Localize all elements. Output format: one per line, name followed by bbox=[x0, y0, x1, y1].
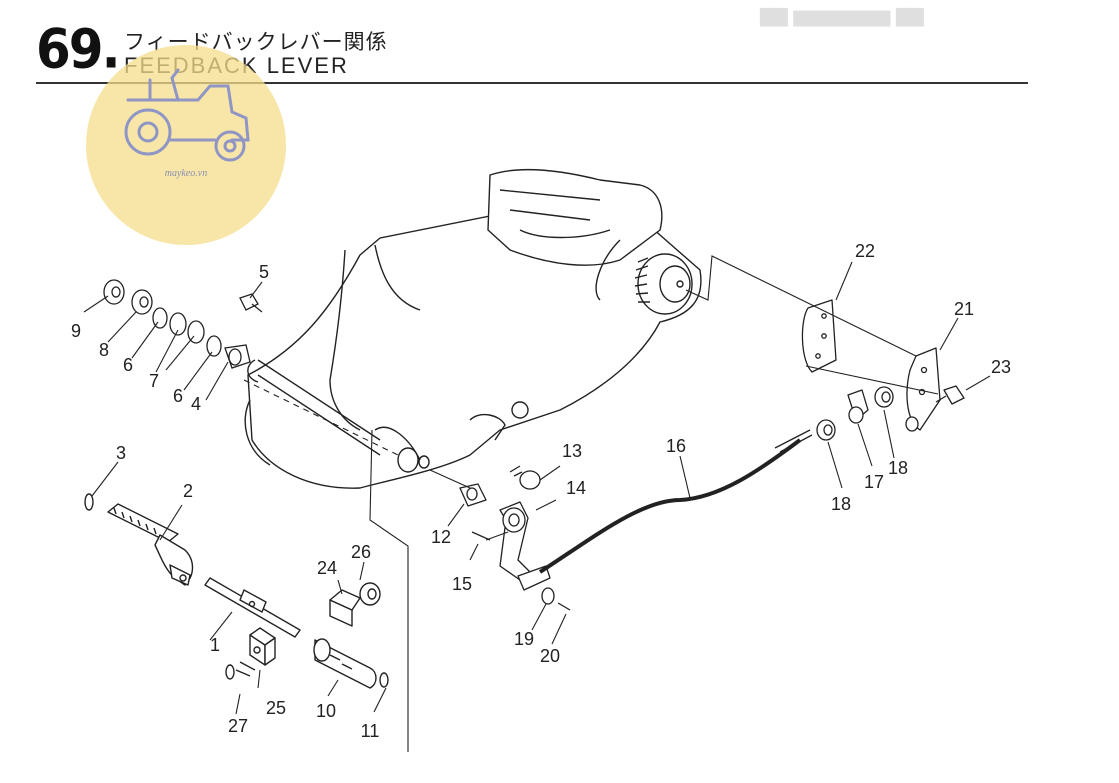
pin-20 bbox=[557, 602, 571, 611]
callout-4: 4 bbox=[191, 394, 201, 414]
callout-20: 20 bbox=[540, 646, 560, 666]
watermark-text: maykeo.vn bbox=[165, 168, 207, 179]
callout-6b: 6 bbox=[173, 386, 183, 406]
callout-23: 23 bbox=[991, 357, 1011, 377]
callout-13: 13 bbox=[562, 441, 582, 461]
plate-22 bbox=[801, 299, 837, 373]
callout-12: 12 bbox=[431, 527, 451, 547]
bleed-through-text: ▇▇ ▆▆▆▆▆▆▆ ▇▇ bbox=[760, 6, 924, 27]
bolt-23 bbox=[943, 385, 965, 405]
callout-21: 21 bbox=[954, 299, 974, 319]
feedback-lever-parts bbox=[459, 299, 965, 611]
nut-8 bbox=[131, 289, 153, 315]
washer-7a bbox=[169, 312, 187, 336]
tractor-icon bbox=[124, 68, 250, 162]
callout-1: 1 bbox=[210, 635, 220, 655]
callout-18b: 18 bbox=[888, 458, 908, 478]
rod-16 bbox=[538, 438, 802, 574]
nut-26 bbox=[359, 582, 381, 606]
callout-15: 15 bbox=[452, 574, 472, 594]
callout-8: 8 bbox=[99, 340, 109, 360]
callout-26: 26 bbox=[351, 542, 371, 562]
callout-11: 11 bbox=[361, 721, 380, 741]
nut-18b bbox=[874, 386, 894, 408]
leader-lines bbox=[83, 255, 991, 752]
pin-15 bbox=[471, 531, 491, 541]
washer-19 bbox=[541, 587, 555, 605]
washer-6a bbox=[152, 307, 168, 329]
callout-5: 5 bbox=[259, 262, 269, 282]
nut-18a bbox=[816, 419, 836, 441]
watermark: maykeo.vn bbox=[86, 45, 286, 245]
washer-6b bbox=[206, 335, 222, 357]
oring-11 bbox=[379, 672, 389, 688]
header-rule bbox=[36, 82, 1028, 84]
callout-9: 9 bbox=[71, 321, 81, 341]
lever-21 bbox=[906, 347, 941, 431]
bolt-13 bbox=[519, 470, 541, 490]
callout-25: 25 bbox=[266, 698, 286, 718]
callout-27: 27 bbox=[228, 716, 248, 736]
callout-6a: 6 bbox=[123, 355, 133, 375]
washer-7b bbox=[187, 320, 205, 344]
callout-19: 19 bbox=[514, 629, 534, 649]
callout-10: 10 bbox=[316, 701, 336, 721]
watermark-circle bbox=[86, 45, 286, 245]
callout-2: 2 bbox=[183, 481, 193, 501]
lift-housing bbox=[244, 168, 702, 489]
callout-18a: 18 bbox=[831, 494, 851, 514]
callout-14: 14 bbox=[566, 478, 586, 498]
callout-24: 24 bbox=[317, 558, 337, 578]
callout-17: 17 bbox=[864, 472, 884, 492]
washer-stack bbox=[103, 279, 263, 369]
spool-assembly bbox=[84, 493, 389, 689]
spring-section bbox=[107, 503, 179, 543]
callout-3: 3 bbox=[116, 443, 126, 463]
nut-9 bbox=[103, 279, 125, 305]
bolt-5 bbox=[239, 293, 259, 311]
section-number: 69. bbox=[36, 17, 121, 81]
callout-16: 16 bbox=[666, 436, 686, 456]
callout-22: 22 bbox=[855, 241, 875, 261]
callout-labels: 1 2 3 4 5 6 6 7 8 9 10 11 12 13 14 15 16… bbox=[71, 241, 1011, 741]
callout-7: 7 bbox=[149, 371, 159, 391]
